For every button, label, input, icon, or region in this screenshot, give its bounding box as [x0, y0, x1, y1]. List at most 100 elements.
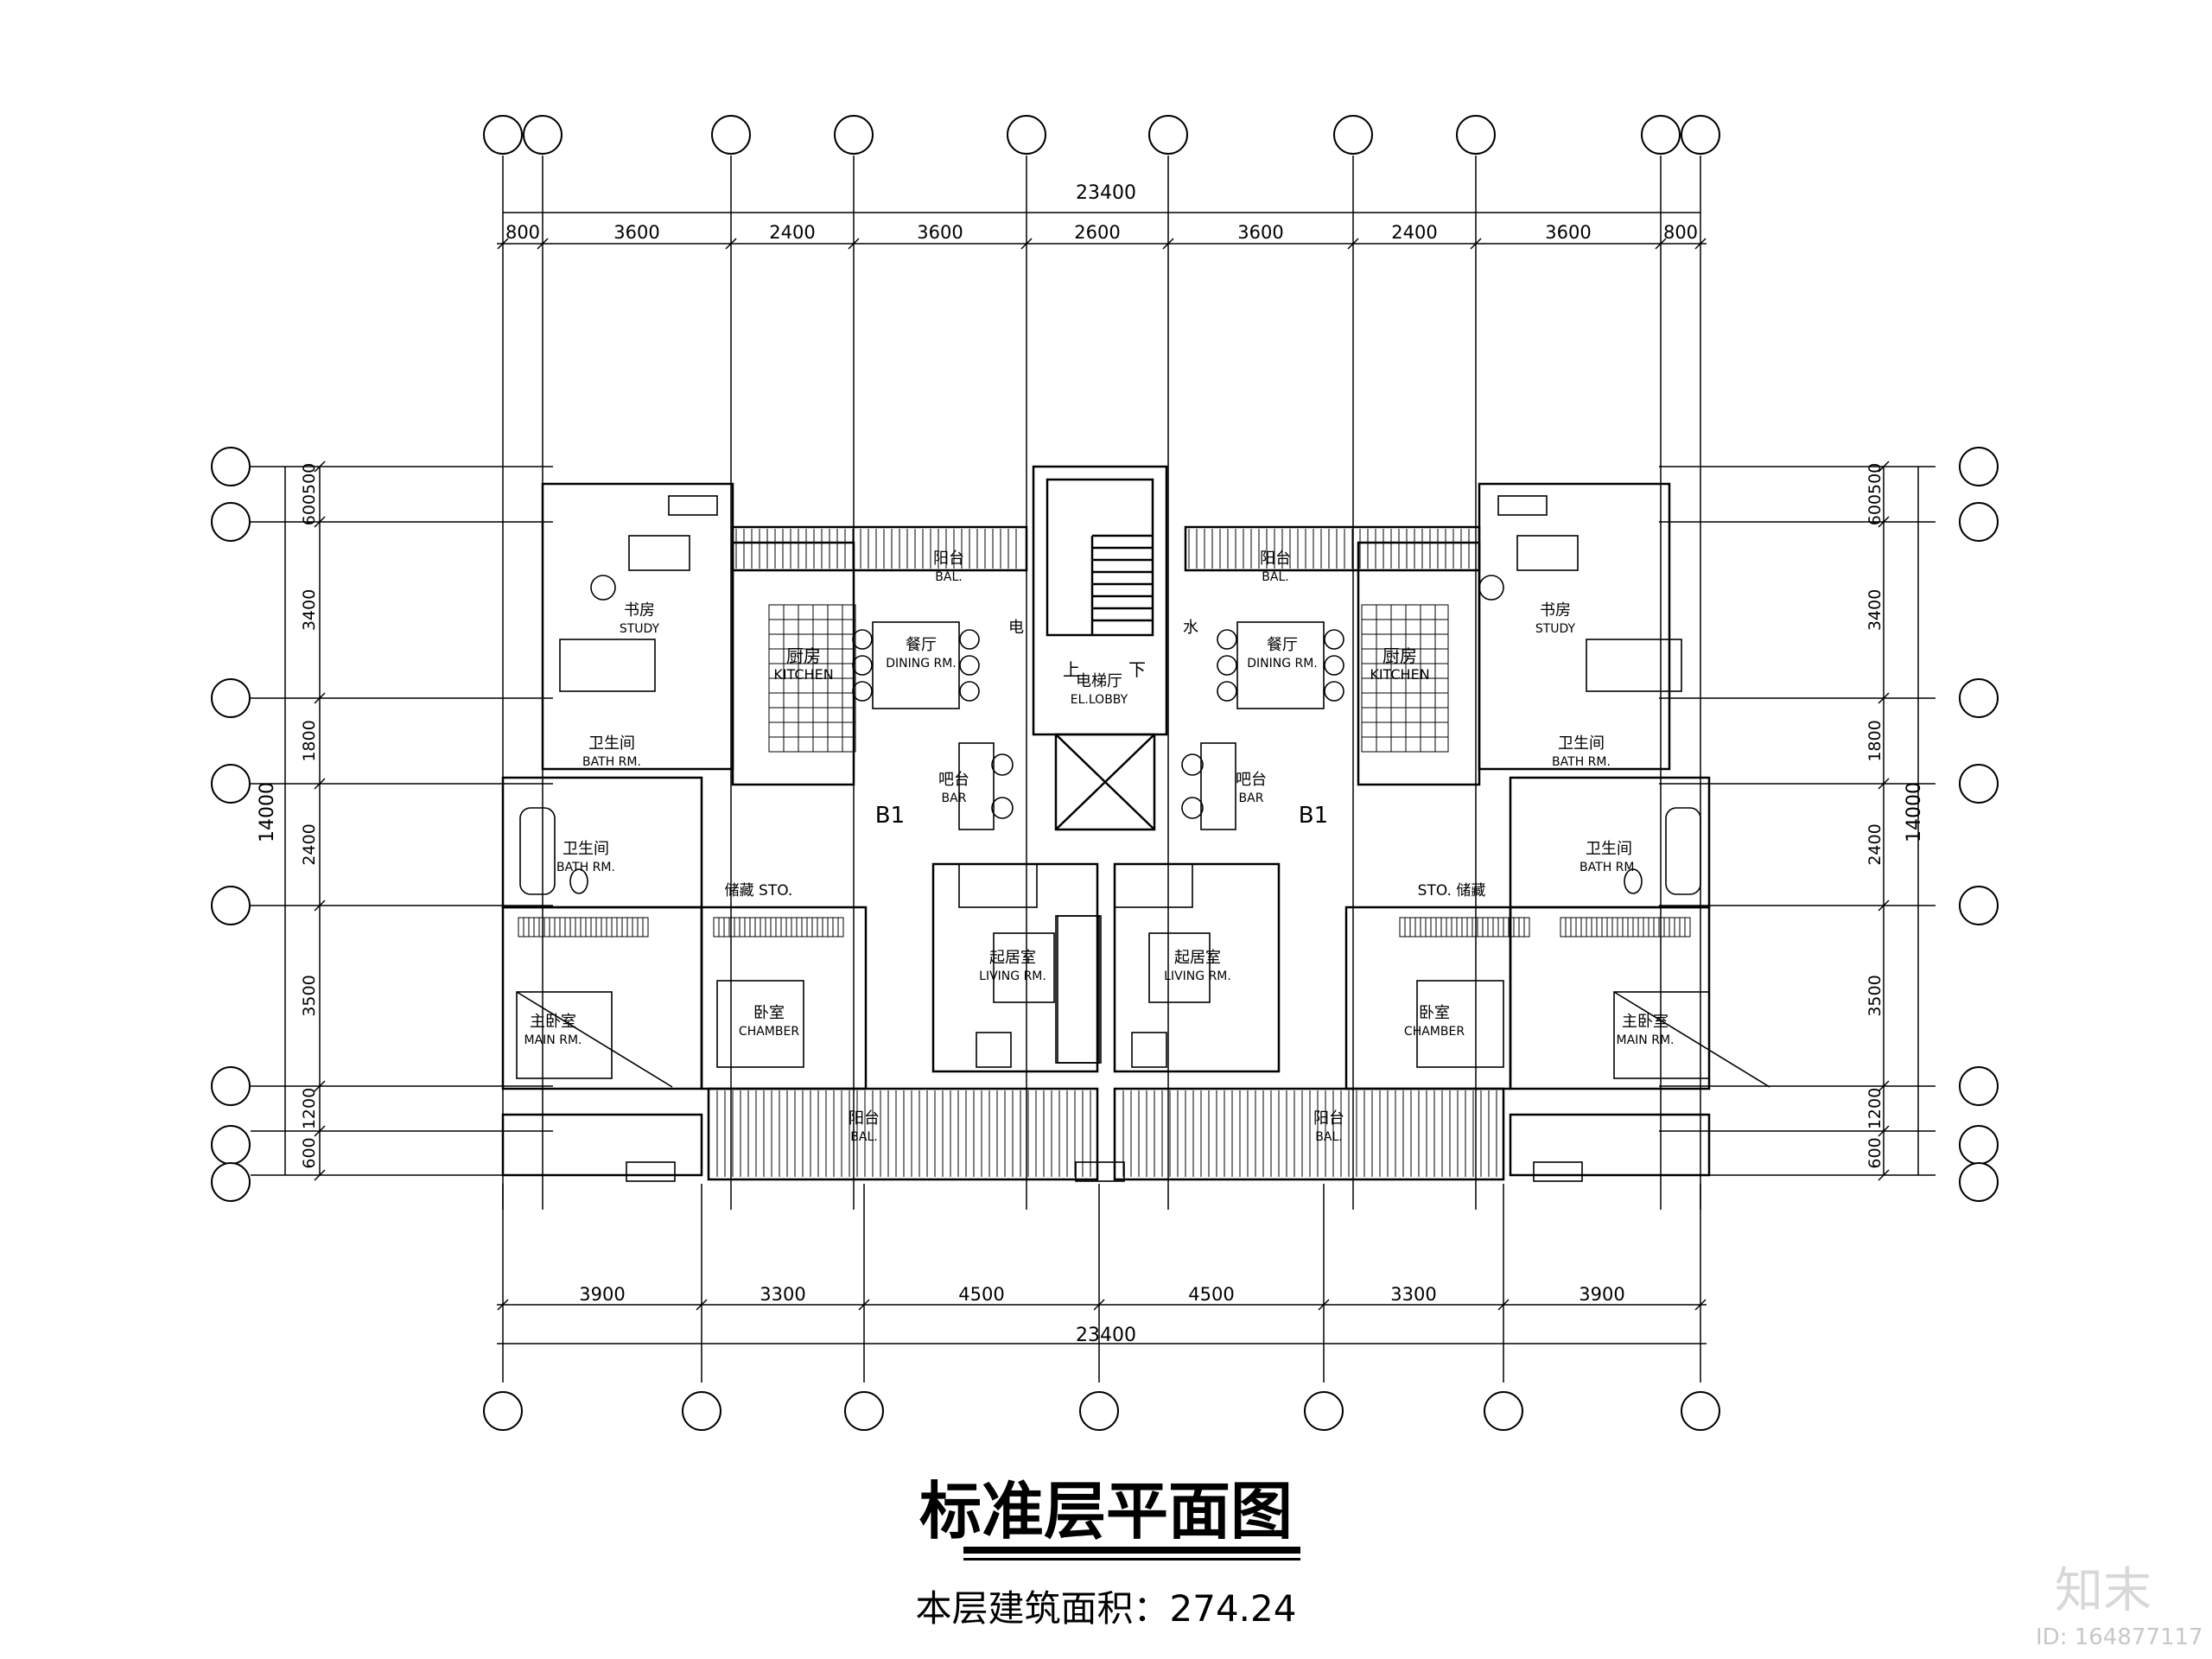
elevator-lobby-en: EL.LOBBY — [1071, 693, 1128, 707]
axis-bubble-left — [211, 502, 251, 542]
bar-right-en: BAR — [1239, 791, 1264, 805]
living-left-cn: 起居室 — [989, 949, 1036, 967]
elevator-shaft — [1054, 733, 1156, 831]
dim-label-left: 3500 — [300, 975, 319, 1016]
dim-tick — [314, 1080, 326, 1092]
axis-bubble-right — [1959, 886, 1999, 925]
dim-tick — [858, 1299, 870, 1311]
right-balcony-bottom — [1113, 1087, 1505, 1181]
dim-label-top: 800 — [1663, 222, 1698, 243]
ac-unit — [1075, 1161, 1125, 1182]
balcony-top-right-en: BAL. — [1262, 570, 1288, 584]
axis-bubble-left — [211, 1066, 251, 1106]
axis-bubble-right — [1959, 1125, 1999, 1165]
dim-tick — [314, 516, 326, 528]
chair — [959, 655, 980, 676]
study-sofa — [1516, 535, 1579, 571]
bath-lower-left-cn: 卫生间 — [563, 840, 609, 858]
coffee-table — [993, 932, 1055, 1003]
study-chair — [1478, 575, 1504, 601]
dim-label-top: 2400 — [769, 222, 815, 243]
dim-label-left: 3400 — [300, 589, 319, 631]
stair-flight — [1046, 478, 1154, 637]
wardrobe — [713, 917, 844, 938]
axis-bubble-top — [1681, 115, 1720, 155]
toilet — [569, 868, 588, 894]
dim-tick — [1318, 1299, 1330, 1311]
dim-tick — [497, 1299, 509, 1311]
axis-bubble-right — [1959, 678, 1999, 718]
sofa-long — [1057, 915, 1102, 1064]
dim-label-right: 3400 — [1866, 589, 1885, 631]
study-sofa — [628, 535, 690, 571]
axis-bubble-top — [1333, 115, 1373, 155]
bar-stool — [991, 797, 1014, 819]
dim-label-right: 1200 — [1866, 1088, 1885, 1129]
bath-upper-right-cn: 卫生间 — [1558, 734, 1605, 753]
elevator-x — [1055, 734, 1155, 830]
dim-label-right: 3500 — [1866, 975, 1885, 1016]
dim-tick — [1655, 238, 1667, 250]
unit-label-right: B1 — [1299, 803, 1328, 829]
axis-bubble-top — [523, 115, 563, 155]
dim-label-bottom: 4500 — [1188, 1284, 1234, 1305]
dim-label-bottom: 3900 — [1579, 1284, 1624, 1305]
bathtub — [1665, 807, 1701, 895]
axis-bubble-left — [211, 886, 251, 925]
axis-grid-lines — [251, 156, 1936, 1382]
axis-bubble-top — [1148, 115, 1188, 155]
dim-label-left: 2400 — [300, 823, 319, 865]
axis-bubble-bottom — [682, 1391, 721, 1431]
toilet — [1624, 868, 1643, 894]
dim-label-top: 2600 — [1074, 222, 1120, 243]
study-bed — [1586, 639, 1682, 692]
chair — [1324, 655, 1344, 676]
bar-left-cn: 吧台 — [938, 771, 969, 789]
living-left-en: LIVING RM. — [979, 969, 1046, 983]
bath-lower-left-en: BATH RM. — [556, 861, 615, 874]
dim-tick — [1878, 1080, 1890, 1092]
dining-table — [872, 621, 960, 709]
axis-bubble-top — [1641, 115, 1681, 155]
right-balcony-top — [1184, 525, 1481, 572]
elevator-lobby-cn: 电梯厅 — [1076, 672, 1122, 690]
study-bed — [559, 639, 656, 692]
dim-tick — [1878, 899, 1890, 912]
chamber-left-en: CHAMBER — [739, 1025, 799, 1039]
study-left-cn: 书房 — [624, 601, 655, 620]
dim-tick — [696, 1299, 708, 1311]
master-right-cn: 主卧室 — [1622, 1013, 1669, 1031]
bar-left-en: BAR — [942, 791, 967, 805]
dim-label-top: 3600 — [917, 222, 963, 243]
dim-label-bottom: 4500 — [958, 1284, 1004, 1305]
dining-left-en: DINING RM. — [886, 657, 957, 671]
dim-tick — [1497, 1299, 1510, 1311]
kitchen-left-en: KITCHEN — [773, 666, 833, 683]
dim-tick — [314, 1125, 326, 1137]
axis-bubble-top — [1456, 115, 1496, 155]
shaft-electric: 电 — [1008, 619, 1024, 637]
balcony-bottom-left-cn: 阳台 — [849, 1109, 880, 1128]
dim-tick — [1470, 238, 1482, 250]
bed — [1416, 980, 1504, 1068]
dim-tick — [314, 461, 326, 473]
dim-tick — [1878, 516, 1890, 528]
dim-top-total: 23400 — [1076, 182, 1136, 204]
chamber-left-cn: 卧室 — [753, 1004, 785, 1022]
dining-right-en: DINING RM. — [1247, 657, 1318, 671]
balcony-bottom-right-en: BAL. — [1315, 1130, 1342, 1144]
axis-bubble-top — [1007, 115, 1046, 155]
armchair — [976, 1032, 1012, 1068]
floor-area-label: 本层建筑面积：274.24 — [915, 1587, 1297, 1630]
bar-stool — [1181, 797, 1204, 819]
dim-label-left: 600 — [300, 1137, 319, 1168]
sofa-long — [1055, 915, 1100, 1064]
axis-bubble-right — [1959, 764, 1999, 804]
left-balcony-bottom — [707, 1087, 1099, 1181]
master-right-en: MAIN RM. — [1617, 1033, 1675, 1047]
living-right-cn: 起居室 — [1174, 949, 1221, 967]
chair — [852, 681, 873, 702]
watermark-id: ID: 164877117 — [2036, 1624, 2203, 1650]
door-swing-diag — [1613, 991, 1770, 1088]
